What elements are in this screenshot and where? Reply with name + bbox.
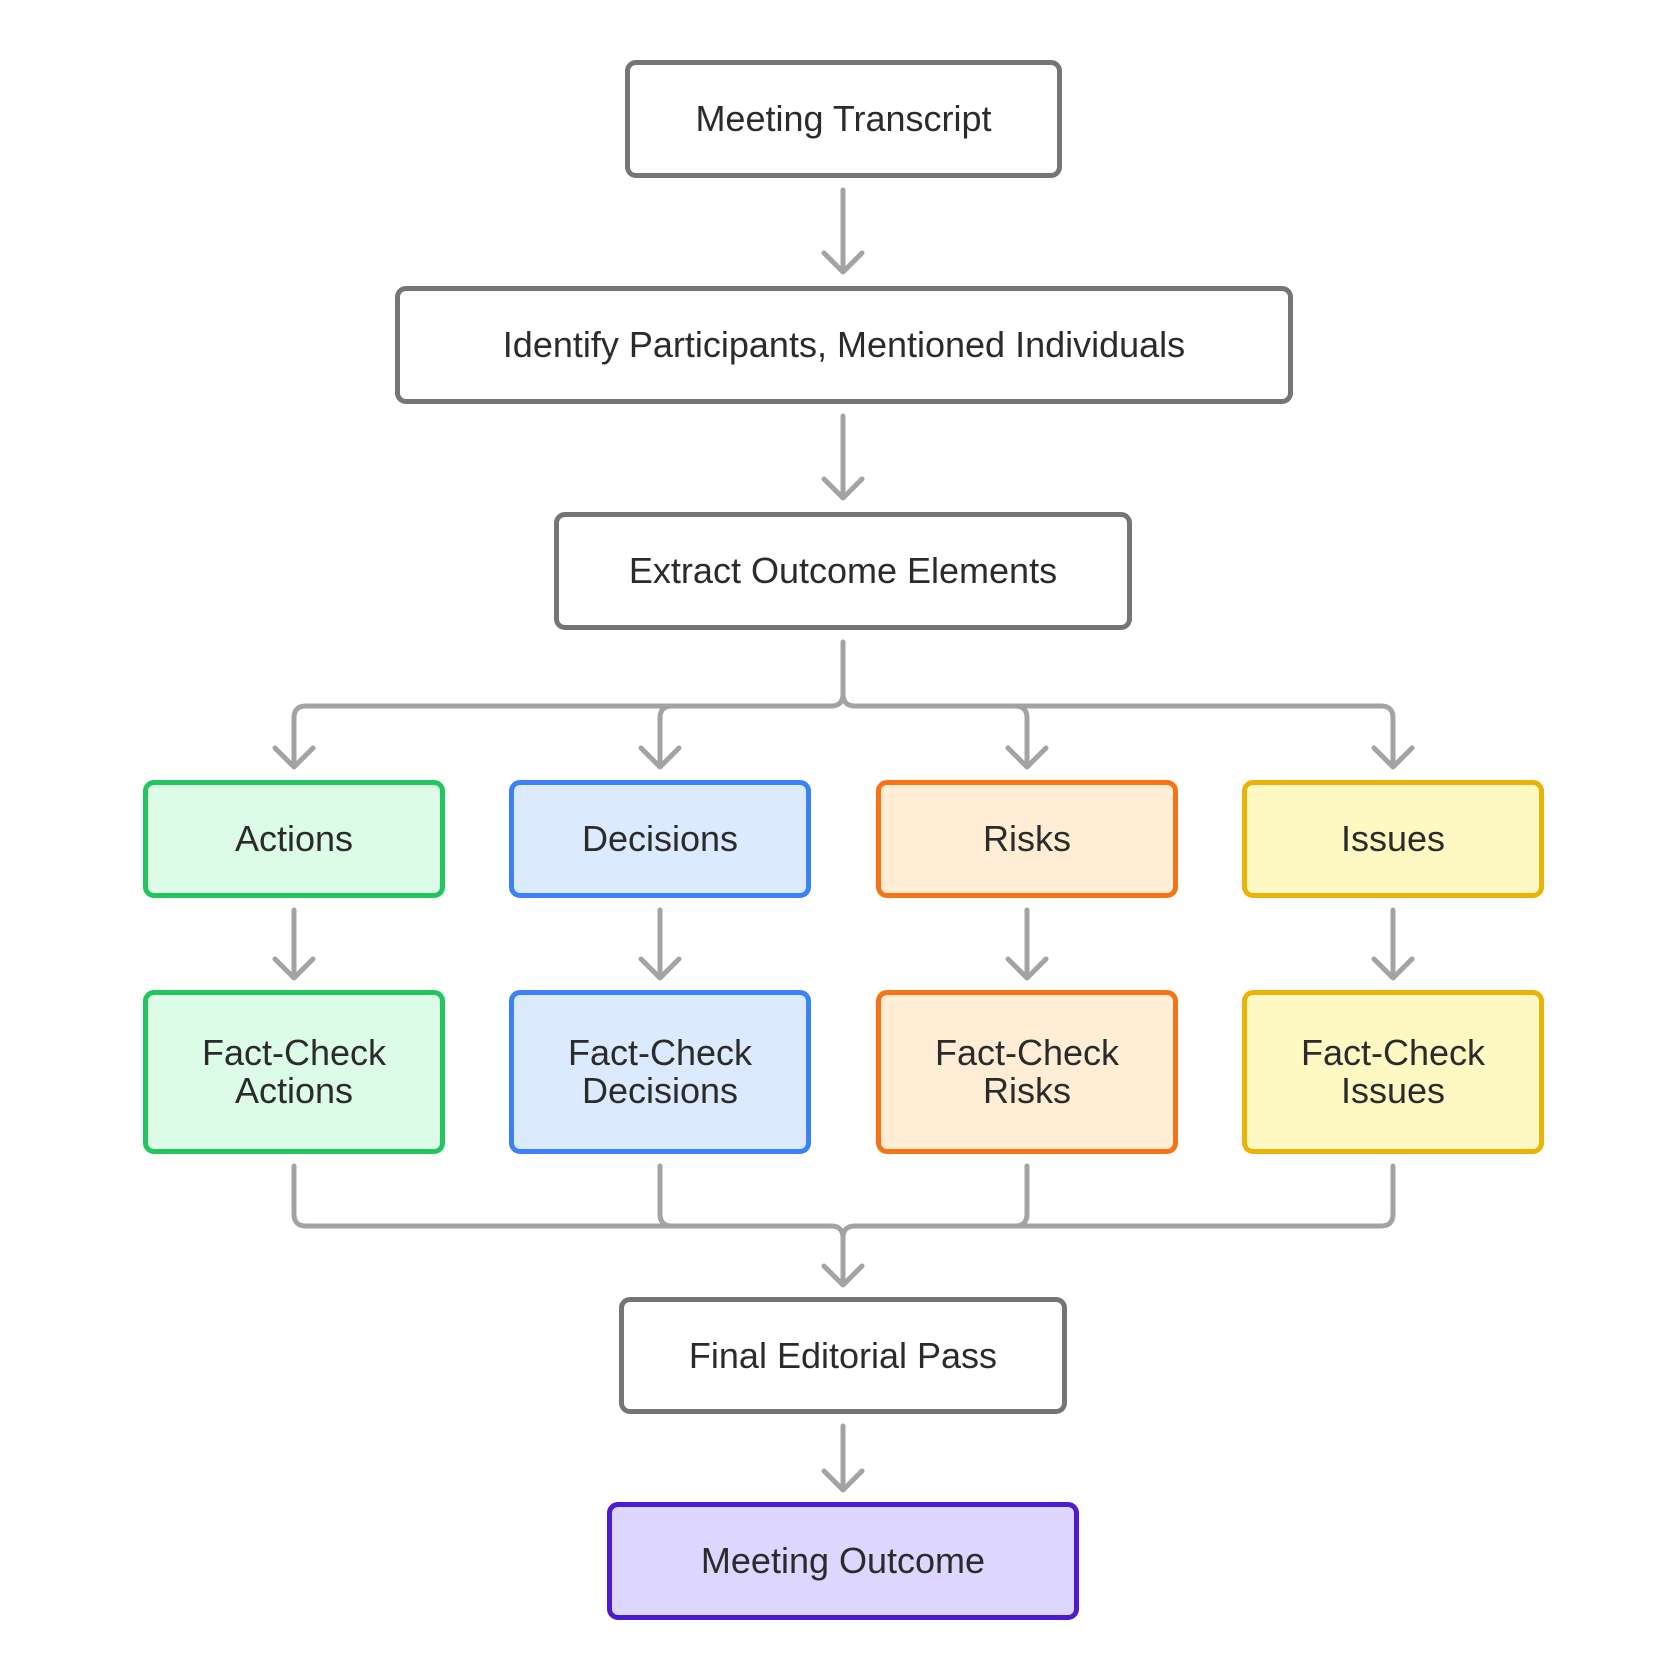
node-fact-check-issues[interactable]: Fact-Check Issues [1242,990,1544,1154]
node-label: Meeting Transcript [695,98,992,139]
node-label: Fact-Check Decisions [567,1032,753,1111]
node-label: Final Editorial Pass [688,1334,998,1376]
arrow-extract-to-issues [850,703,1415,770]
node-risks[interactable]: Risks [876,780,1178,898]
arrow-transcript-to-identify [821,187,865,275]
merge-fc-issues [852,1163,1396,1229]
arrow-risks-to-fc-risks [1005,907,1049,981]
node-label: Fact-Check Issues [1300,1032,1486,1111]
node-identify-participants[interactable]: Identify Participants, Mentioned Individ… [395,286,1293,404]
arrow-merge-to-final-pass [821,1223,865,1288]
arrow-extract-to-actions [272,703,836,770]
node-fact-check-actions[interactable]: Fact-Check Actions [143,990,445,1154]
arrow-final-pass-to-outcome [821,1423,865,1493]
arrow-issues-to-fc-issues [1371,907,1415,981]
node-actions[interactable]: Actions [143,780,445,898]
node-meeting-outcome[interactable]: Meeting Outcome [607,1502,1079,1620]
merge-fc-decisions [657,1163,675,1229]
node-label: Issues [1340,818,1446,859]
merge-fc-actions [291,1163,834,1229]
node-label: Meeting Outcome [700,1540,986,1581]
node-label: Fact-Check Risks [934,1032,1120,1111]
arrow-extract-to-decisions [638,691,846,770]
node-final-editorial-pass[interactable]: Final Editorial Pass [619,1297,1067,1414]
node-label: Actions [234,818,354,859]
arrow-identify-to-extract [821,413,865,501]
merge-fc-risks [1012,1163,1030,1229]
node-label: Fact-Check Actions [201,1032,387,1111]
node-fact-check-risks[interactable]: Fact-Check Risks [876,990,1178,1154]
node-label: Risks [983,818,1071,859]
node-label: Identify Participants, Mentioned Individ… [502,324,1186,365]
node-label: Decisions [581,818,739,859]
node-extract-outcome-elements[interactable]: Extract Outcome Elements [554,512,1132,630]
node-meeting-transcript[interactable]: Meeting Transcript [625,60,1062,178]
node-decisions[interactable]: Decisions [509,780,811,898]
node-issues[interactable]: Issues [1242,780,1544,898]
node-label: Extract Outcome Elements [628,550,1058,591]
node-fact-check-decisions[interactable]: Fact-Check Decisions [509,990,811,1154]
arrow-actions-to-fc-actions [272,907,316,981]
arrow-decisions-to-fc-decisions [638,907,682,981]
